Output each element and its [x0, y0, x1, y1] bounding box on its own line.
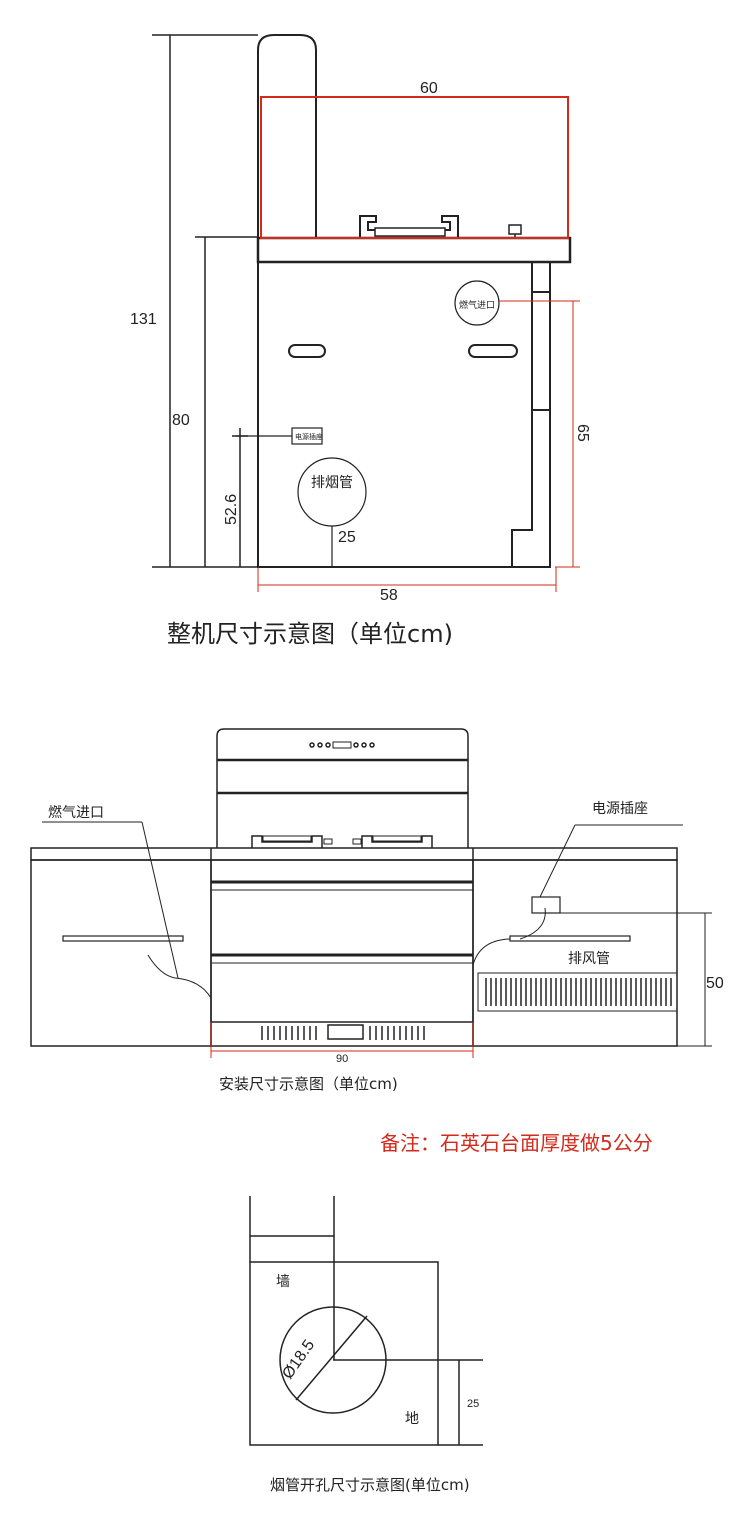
exhaust-pipe-circle: [297, 457, 367, 527]
installation-diagram: [30, 728, 712, 1047]
gas-inlet-circle: [454, 280, 500, 326]
center-unit: [210, 859, 474, 1047]
dim-gas-inlet-label: 65: [574, 424, 591, 442]
diagram3-caption: 烟管开孔尺寸示意图(单位cm): [270, 1476, 470, 1494]
diagram1-caption: 整机尺寸示意图（单位cm): [167, 620, 453, 648]
red-dimension-lines: [257, 96, 580, 592]
handle-left: [288, 344, 326, 358]
left-cabinet: [30, 859, 212, 1047]
dim-25-label: 25: [467, 1398, 479, 1410]
countertop-2: [30, 847, 678, 861]
wall-label: 墙: [276, 1274, 290, 1290]
gas-inlet-label-2: 燃气进口: [48, 804, 104, 821]
dim-depth-label: 58: [380, 587, 398, 604]
exhaust-label: 排风管: [568, 951, 610, 967]
power-socket-box: [531, 896, 561, 914]
exhaust-duct: [477, 972, 678, 1012]
dim-90-label: 90: [336, 1053, 348, 1065]
dim-pipe-pos-label: 25: [338, 529, 356, 546]
power-socket-label: 电源插座: [592, 801, 648, 817]
range-hood: [216, 728, 469, 848]
exhaust-pipe-label: 排烟管: [311, 475, 353, 491]
handle-right: [468, 344, 518, 358]
dim-total-height-label: 131: [130, 311, 157, 328]
diameter-label: Ø18.5: [279, 1337, 318, 1383]
dim-socket-height-label: 52.6: [223, 494, 240, 525]
overall-dimension-diagram: [236, 34, 572, 568]
width-60-box: [260, 96, 569, 239]
wall-area: [249, 1261, 439, 1446]
floor-label: 地: [405, 1411, 419, 1427]
pipe-hole-diagram: [249, 1196, 483, 1446]
back-panel: [257, 34, 317, 238]
vent-slats: [261, 1026, 425, 1040]
dim-50-label: 50: [706, 975, 724, 992]
power-box-label: 电源插座: [295, 432, 323, 441]
diagram2-caption: 安装尺寸示意图（单位cm): [219, 1075, 398, 1093]
burner-plate: [374, 227, 446, 237]
control-knob: [508, 224, 522, 235]
note-text: 备注：石英石台面厚度做5公分: [380, 1131, 653, 1155]
countertop: [256, 236, 572, 264]
cabinet-body: [257, 262, 551, 568]
right-panel: [511, 262, 533, 567]
vertical-dimensions: [152, 34, 258, 568]
dim-width-label: 60: [420, 80, 438, 97]
dim-counter-height-label: 80: [172, 412, 190, 429]
duct-slats: [485, 978, 672, 1006]
gas-inlet-label: 燃气进口: [459, 299, 495, 311]
red-width-dimension: [210, 1022, 474, 1058]
